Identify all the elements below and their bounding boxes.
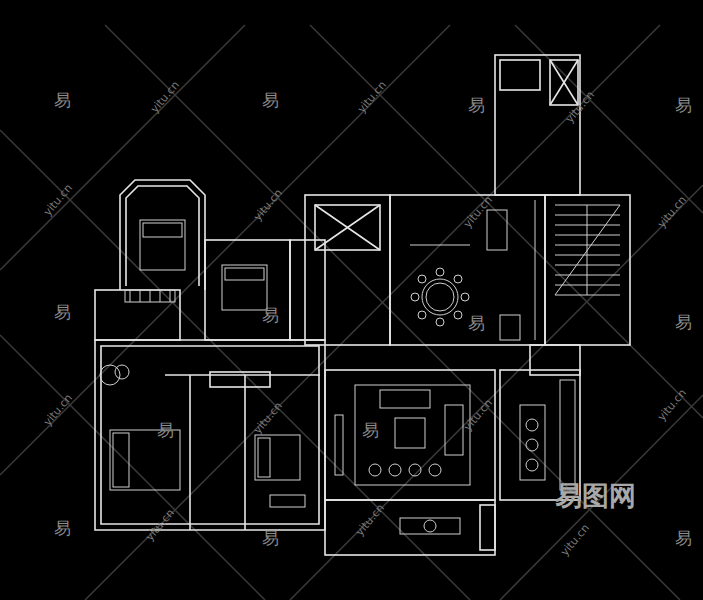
watermark-glyph: 易 [54, 304, 71, 321]
watermark-glyph: 易 [54, 520, 71, 537]
stair-treads [555, 205, 620, 295]
watermark-glyph: 易 [54, 92, 71, 109]
watermark-glyph: 易 [675, 314, 692, 331]
watermark-site: yitu.cn [356, 79, 388, 115]
watermark-glyph: 易 [675, 97, 692, 114]
watermark-glyph: 易 [362, 422, 379, 439]
watermark-site: yitu.cn [354, 502, 386, 538]
watermark-glyph: 易 [157, 422, 174, 439]
watermark-site: yitu.cn [564, 89, 596, 125]
watermark-site: yitu.cn [149, 79, 181, 115]
watermark-glyph: 易 [262, 530, 279, 547]
watermark-site: yitu.cn [252, 187, 284, 223]
watermark-site: yitu.cn [144, 507, 176, 543]
watermark-site: yitu.cn [559, 522, 591, 558]
watermark-site: yitu.cn [462, 397, 494, 433]
watermark-site: yitu.cn [252, 400, 284, 436]
watermark-grid [0, 25, 703, 600]
watermark-glyph: 易 [262, 92, 279, 109]
watermark-site: yitu.cn [656, 387, 688, 423]
watermark-site: yitu.cn [656, 194, 688, 230]
watermark-glyph: 易 [675, 530, 692, 547]
watermark-glyph: 易 [468, 97, 485, 114]
walls [95, 55, 630, 555]
watermark-site: yitu.cn [42, 182, 74, 218]
watermark-logo: 易图网 [555, 482, 636, 509]
furniture [100, 200, 575, 534]
watermark-glyph: 易 [468, 315, 485, 332]
watermark-site: yitu.cn [462, 194, 494, 230]
watermark-glyph: 易 [262, 307, 279, 324]
watermark-site: yitu.cn [42, 392, 74, 428]
